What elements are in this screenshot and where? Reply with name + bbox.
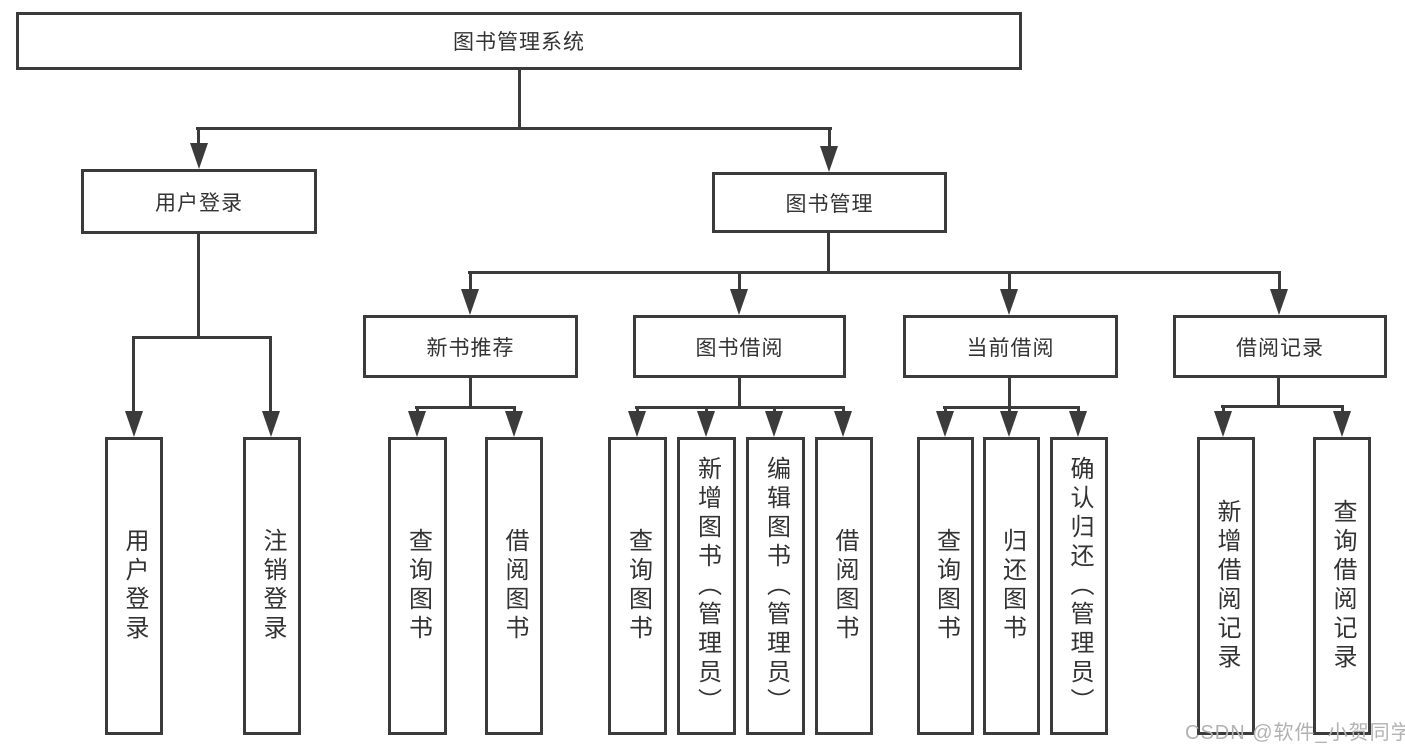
arrowhead-new-book <box>461 289 479 315</box>
leaf-cb-confirm-return-admin: 确认归还（管理员） <box>1050 437 1108 735</box>
leaf-cb-confirm-return-admin-label: 确认归还（管理员） <box>1066 455 1093 717</box>
connector-drop-current-borrow <box>1008 274 1011 290</box>
connector-book-borrow-hline <box>635 406 845 409</box>
connector-new-book-hline <box>415 406 516 409</box>
node-current-borrow: 当前借阅 <box>903 315 1118 378</box>
leaf-nb-borrow-books: 借阅图书 <box>485 437 543 735</box>
arrowhead-cb-3 <box>1069 411 1087 437</box>
connector-borrow-records-hline <box>1221 405 1344 408</box>
arrowhead-nb-2 <box>505 411 523 437</box>
leaf-logout: 注销登录 <box>243 437 301 735</box>
node-borrow-records: 借阅记录 <box>1173 315 1387 378</box>
leaf-bb-add-books-admin-label: 新增图书（管理员） <box>693 455 721 717</box>
arrowhead-br-1 <box>1214 411 1232 437</box>
arrowhead-bb-3 <box>765 411 783 437</box>
arrowhead-book-borrow <box>730 289 748 315</box>
connector-new-book-stem <box>469 378 472 406</box>
arrowhead-bb-1 <box>628 411 646 437</box>
node-book-borrow: 图书借阅 <box>633 315 846 378</box>
leaf-br-query-record-label: 查询借阅记录 <box>1329 499 1356 673</box>
leaf-nb-query-books: 查询图书 <box>388 437 447 735</box>
arrowhead-borrow-records <box>1270 289 1288 315</box>
leaf-cb-query-books-label: 查询图书 <box>932 528 960 644</box>
arrowhead-current-borrow <box>1000 289 1018 315</box>
leaf-bb-borrow-books-label: 借阅图书 <box>831 528 858 644</box>
leaf-nb-borrow-books-label: 借阅图书 <box>501 528 528 644</box>
connector-current-borrow-stem <box>1008 378 1011 406</box>
leaf-nb-query-books-label: 查询图书 <box>404 528 432 644</box>
arrowhead-user-login <box>190 143 208 169</box>
arrowhead-cb-2 <box>1000 411 1018 437</box>
leaf-cb-query-books: 查询图书 <box>917 437 974 735</box>
leaf-cb-return-books: 归还图书 <box>983 437 1040 735</box>
connector-current-borrow-hline <box>943 406 1080 409</box>
connector-drop-leaf-login <box>132 339 135 413</box>
connector-root-stem <box>518 70 521 127</box>
node-new-book-recommend: 新书推荐 <box>363 315 578 378</box>
leaf-cb-return-books-label: 归还图书 <box>998 528 1026 644</box>
connector-drop-borrow-records <box>1278 274 1281 290</box>
node-root: 图书管理系统 <box>16 12 1022 70</box>
connector-book-borrow-stem <box>738 378 741 406</box>
connector-level3-hline <box>468 271 1281 274</box>
node-user-login: 用户登录 <box>81 169 317 234</box>
connector-book-mgmt-stem <box>827 233 830 271</box>
csdn-watermark: CSDN @软件_小贺同学 <box>1185 722 1405 744</box>
connector-drop-new-book <box>469 274 472 290</box>
leaf-logout-label: 注销登录 <box>259 528 286 644</box>
connector-level2-hline <box>196 127 832 130</box>
node-book-mgmt: 图书管理 <box>712 172 947 233</box>
connector-drop-book-mgmt <box>828 130 831 150</box>
arrowhead-bb-4 <box>834 411 852 437</box>
leaf-br-add-record-label: 新增借阅记录 <box>1213 499 1240 673</box>
connector-drop-user-login <box>197 130 200 148</box>
arrowhead-bb-2 <box>697 411 715 437</box>
connector-drop-leaf-logout <box>269 339 272 413</box>
connector-drop-book-borrow <box>738 274 741 290</box>
connector-user-login-hline <box>132 336 272 339</box>
leaf-bb-edit-books-admin: 编辑图书（管理员） <box>746 437 805 735</box>
arrowhead-nb-1 <box>408 411 426 437</box>
connector-user-login-stem <box>197 234 200 336</box>
leaf-bb-borrow-books: 借阅图书 <box>815 437 873 735</box>
connector-borrow-records-stem <box>1277 378 1280 406</box>
leaf-br-add-record: 新增借阅记录 <box>1197 437 1255 735</box>
arrowhead-cb-1 <box>936 411 954 437</box>
arrowhead-leaf-logout <box>262 411 280 437</box>
arrowhead-book-mgmt <box>820 146 838 172</box>
arrowhead-leaf-login <box>125 411 143 437</box>
leaf-bb-edit-books-admin-label: 编辑图书（管理员） <box>762 455 790 717</box>
leaf-br-query-record: 查询借阅记录 <box>1313 437 1371 735</box>
leaf-user-login: 用户登录 <box>105 437 163 735</box>
leaf-bb-query-books: 查询图书 <box>608 437 667 735</box>
leaf-bb-add-books-admin: 新增图书（管理员） <box>677 437 736 735</box>
leaf-user-login-label: 用户登录 <box>121 528 148 644</box>
arrowhead-br-2 <box>1333 411 1351 437</box>
leaf-bb-query-books-label: 查询图书 <box>624 528 652 644</box>
